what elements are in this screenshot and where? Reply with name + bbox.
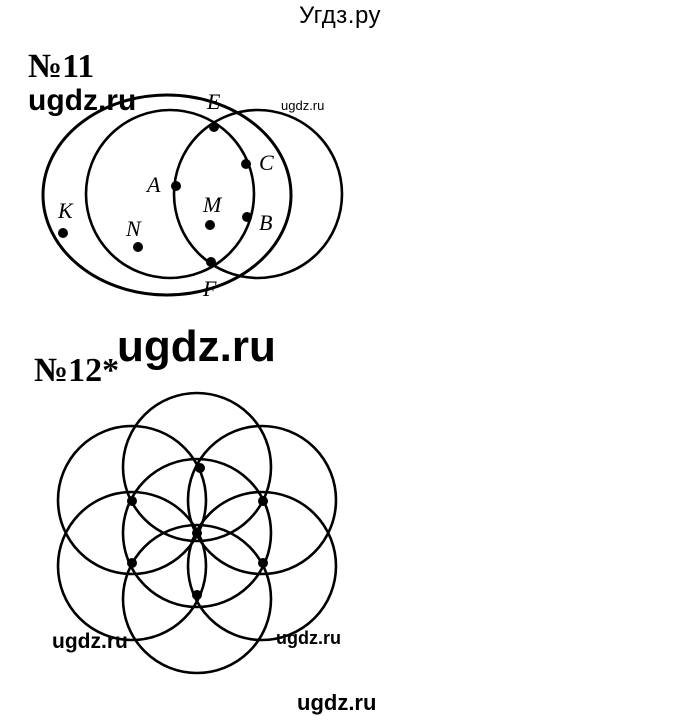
point-f (206, 257, 216, 267)
label-f: F (202, 276, 217, 301)
label-m: M (202, 192, 223, 217)
point-a (171, 181, 181, 191)
label-n: N (125, 216, 142, 241)
bottom-circle (121, 523, 273, 675)
upper-left-circle (56, 424, 208, 576)
center-circle (121, 457, 273, 609)
point-k (58, 228, 68, 238)
top-circle (121, 391, 273, 543)
point-n (133, 242, 143, 252)
label-c: C (259, 150, 274, 175)
lower-right-circle (186, 490, 338, 642)
watermark: ugdz.ru (297, 690, 377, 715)
point-e (209, 122, 219, 132)
label-e: E (206, 90, 221, 114)
seven-circles-diagram (56, 391, 338, 675)
point-b (242, 212, 252, 222)
task-11-number: №11 (28, 48, 95, 85)
watermark: ugdz.ru (117, 322, 276, 371)
label-b: B (259, 210, 272, 235)
site-title: Угдз.ру (298, 2, 382, 29)
lower-left-circle (56, 490, 208, 642)
task-12-number: №12* (34, 352, 120, 389)
upper-right-circle (186, 424, 338, 576)
watermark: ugdz.ru (276, 628, 341, 648)
point-m (205, 220, 215, 230)
watermark: ugdz.ru (28, 84, 137, 117)
point-c (241, 159, 251, 169)
watermark: ugdz.ru (52, 630, 128, 653)
label-k: K (57, 198, 74, 223)
watermark: ugdz.ru (281, 98, 325, 113)
label-a: A (145, 172, 161, 197)
two-circles-diagram: E C A M B K N F (57, 90, 344, 301)
